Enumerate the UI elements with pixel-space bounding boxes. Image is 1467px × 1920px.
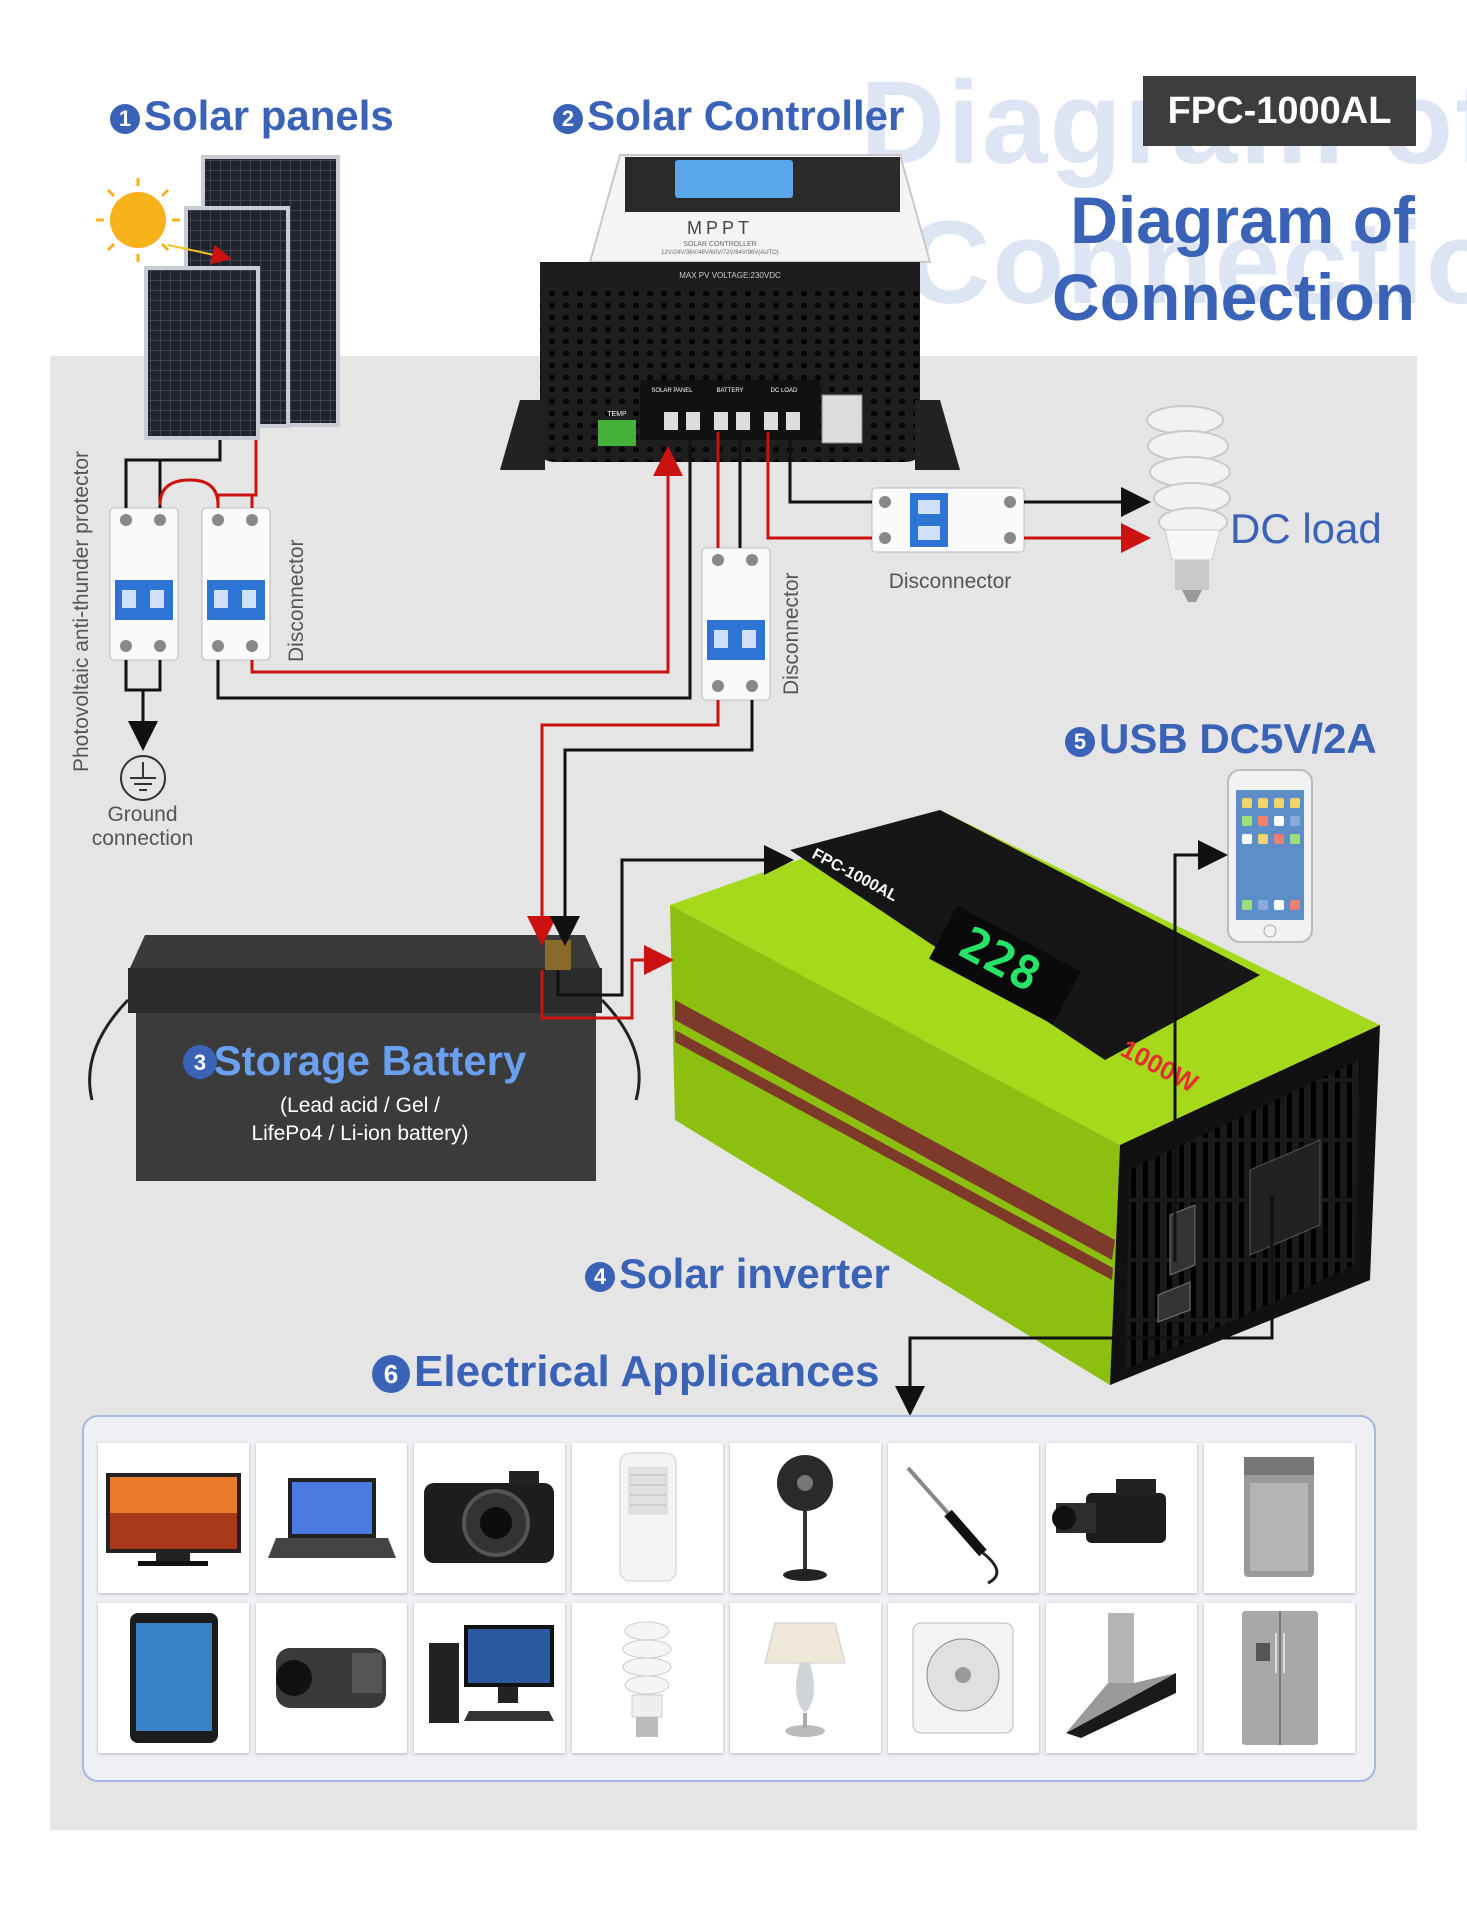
solar-panels-icon	[144, 155, 340, 440]
solar-controller-device	[500, 154, 960, 470]
heading-text: Solar panels	[144, 92, 394, 139]
controller-subtitle: SOLAR CONTROLLER	[683, 241, 757, 248]
number-badge: 2	[553, 103, 583, 134]
heading-text: Electrical Applicances	[414, 1347, 880, 1396]
model-badge: FPC-1000AL	[1143, 76, 1416, 146]
battery-number: 3	[194, 1050, 206, 1075]
controller-brand: MPPT	[687, 218, 753, 238]
number-badge: 1	[110, 103, 140, 134]
heading-text: Solar inverter	[619, 1250, 890, 1297]
pv-protector-breaker	[109, 507, 179, 661]
pv-disconnector-breaker	[201, 507, 271, 661]
dc-load-label: DC load	[1230, 505, 1382, 552]
heading-text: Solar Controller	[587, 92, 905, 139]
sun-icon	[96, 178, 180, 262]
disconnector-label-load: Disconnector	[888, 570, 1012, 593]
controller-voltages: 12V/24V/36V/48V/60V/72V/84V/96V(AUTO)	[661, 250, 779, 256]
controller-max-pv: MAX PV VOLTAGE:230VDC	[679, 271, 781, 280]
cfl-bulb-icon	[1146, 405, 1231, 602]
heading-text: USB DC5V/2A	[1099, 715, 1377, 762]
load-disconnector-breaker	[871, 487, 1025, 553]
number-badge: 5	[1065, 726, 1095, 757]
title-line1: Diagram of	[1070, 183, 1415, 257]
number-badge: 6	[372, 1355, 410, 1394]
battery-sub2: LifePo4 / Li-ion battery)	[251, 1122, 468, 1145]
title-line2: Connection	[1052, 260, 1415, 334]
ground-label-line1: Ground	[107, 803, 178, 826]
appliances-panel	[82, 1415, 1376, 1782]
watermark-line2: Connection	[905, 197, 1467, 329]
solar-inverter-device	[670, 810, 1380, 1385]
port-solar-label: SOLAR PANEL	[651, 388, 693, 394]
battery-title: Storage Battery	[214, 1037, 527, 1084]
smartphone-icon	[1227, 769, 1313, 943]
battery-sub1: (Lead acid / Gel /	[280, 1094, 440, 1117]
storage-battery-device	[88, 935, 641, 1181]
ground-icon	[120, 755, 166, 801]
number-badge: 4	[585, 1261, 615, 1292]
port-battery-label: BATTERY	[716, 388, 743, 394]
battery-number-badge	[183, 1045, 217, 1079]
wiring	[124, 432, 1274, 1416]
battery-disconnector-breaker	[701, 547, 771, 701]
temp-label: TEMP	[607, 411, 627, 418]
port-load-label: DC LOAD	[771, 388, 798, 394]
ground-label: Ground connection	[70, 803, 215, 851]
ground-label-line2: connection	[91, 827, 194, 850]
